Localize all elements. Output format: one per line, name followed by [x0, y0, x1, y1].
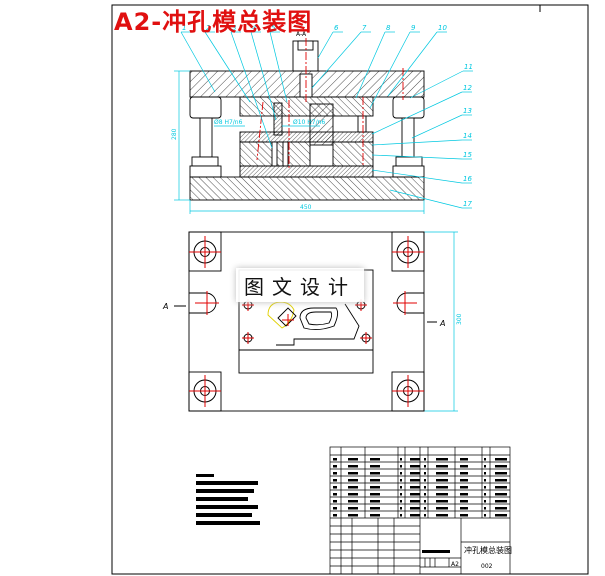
part-number-3: 3 — [232, 24, 236, 32]
section-mark-right: A — [439, 319, 445, 328]
part-number-6: 6 — [334, 24, 339, 32]
leader-lines — [180, 31, 473, 209]
dim-fit-left: Ø8 H7/n6 — [214, 119, 243, 126]
drawing-title: A2-冲孔模总装图 — [114, 8, 313, 36]
part-number-10: 10 — [438, 24, 447, 32]
part-number-13: 13 — [463, 107, 472, 115]
dim-width: 450 — [300, 204, 312, 211]
part-number-1: 1 — [182, 24, 186, 32]
section-view — [189, 38, 425, 201]
title-block — [329, 446, 511, 575]
punch-block — [309, 103, 334, 146]
part-number-11: 11 — [464, 63, 473, 71]
dim-height: 280 — [171, 128, 178, 140]
dim-plan-height: 300 — [456, 313, 463, 325]
part-number-8: 8 — [386, 24, 391, 32]
die-plate — [239, 141, 374, 167]
title-block-name: 冲孔模总装图 — [464, 545, 512, 555]
part-number-2: 2 — [206, 24, 211, 32]
watermark: 图文设计 — [236, 268, 364, 302]
dimension-lines — [174, 70, 458, 412]
lower-die-base — [189, 176, 425, 201]
right-guide-post — [392, 96, 425, 178]
part-number-5: 5 — [271, 24, 276, 32]
plan-holes — [189, 236, 424, 407]
section-mark-left: A — [162, 302, 168, 311]
dim-fit-right: Ø10 H7/n6 — [293, 119, 325, 126]
lower-support-plate — [239, 165, 374, 178]
part-number-17: 17 — [463, 200, 472, 208]
section-label: A-A — [296, 31, 307, 38]
title-block-sheet-size: A2 — [451, 561, 459, 568]
left-guide-post — [189, 96, 222, 178]
part-number-9: 9 — [411, 24, 416, 32]
part-number-7: 7 — [362, 24, 367, 32]
part-number-12: 12 — [463, 84, 472, 92]
technical-notes — [196, 474, 260, 525]
part-number-4: 4 — [252, 24, 256, 32]
part-number-16: 16 — [463, 175, 472, 183]
part-number-15: 15 — [463, 151, 472, 159]
title-block-drawing-no: 002 — [481, 563, 493, 570]
part-number-14: 14 — [463, 132, 472, 140]
punch — [273, 102, 283, 136]
plan-view — [188, 231, 425, 412]
